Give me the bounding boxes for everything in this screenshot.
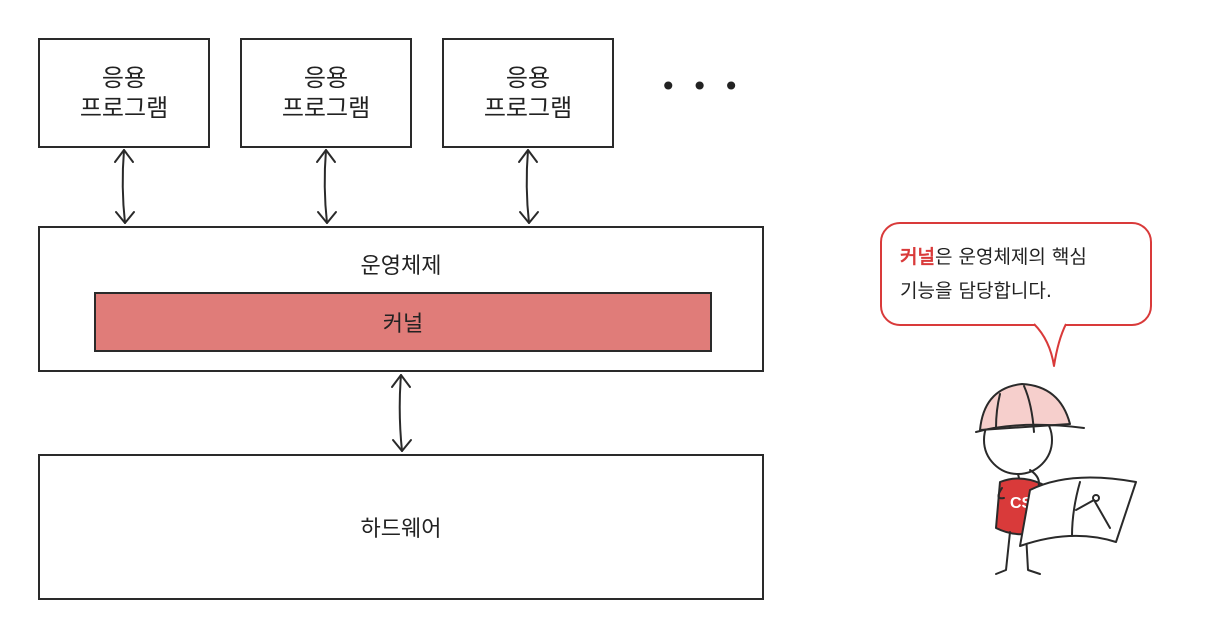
app-program-box-3: 응용 프로그램: [442, 38, 614, 148]
bubble-line1-text: 은 운영체제의 핵심: [934, 246, 1087, 268]
app-label-line1: 응용: [505, 64, 551, 92]
arrow-os-hardware: [391, 374, 412, 452]
app-program-box-1: 응용 프로그램: [38, 38, 210, 148]
app-label-line2: 프로그램: [79, 94, 169, 122]
app-label-line2: 프로그램: [281, 94, 371, 122]
bubble-line-1: 커널은 운영체제의 핵심: [900, 240, 1132, 274]
bubble-line-2: 기능을 담당합니다.: [900, 280, 1052, 302]
arrow-app1-os: [114, 149, 135, 224]
hardware-box: 하드웨어: [38, 454, 764, 600]
app-label-line1: 응용: [303, 64, 349, 92]
kernel-box: 커널: [94, 292, 712, 352]
speech-bubble-tail: [1033, 318, 1067, 367]
hardware-label: 하드웨어: [360, 517, 442, 542]
os-box: 운영체제 커널: [38, 226, 764, 372]
bubble-highlight: 커널: [900, 246, 935, 268]
app-label-line2: 프로그램: [483, 94, 573, 122]
more-apps-ellipsis: • • •: [660, 70, 743, 103]
arrow-app3-os: [518, 149, 539, 224]
engineer-character-icon: CS: [975, 383, 1137, 575]
os-label: 운영체제: [360, 254, 442, 279]
kernel-label: 커널: [382, 312, 424, 337]
app-program-box-2: 응용 프로그램: [240, 38, 412, 148]
app-label-line1: 응용: [101, 64, 147, 92]
speech-bubble: 커널은 운영체제의 핵심 기능을 담당합니다.: [880, 222, 1152, 326]
arrow-app2-os: [316, 149, 337, 224]
